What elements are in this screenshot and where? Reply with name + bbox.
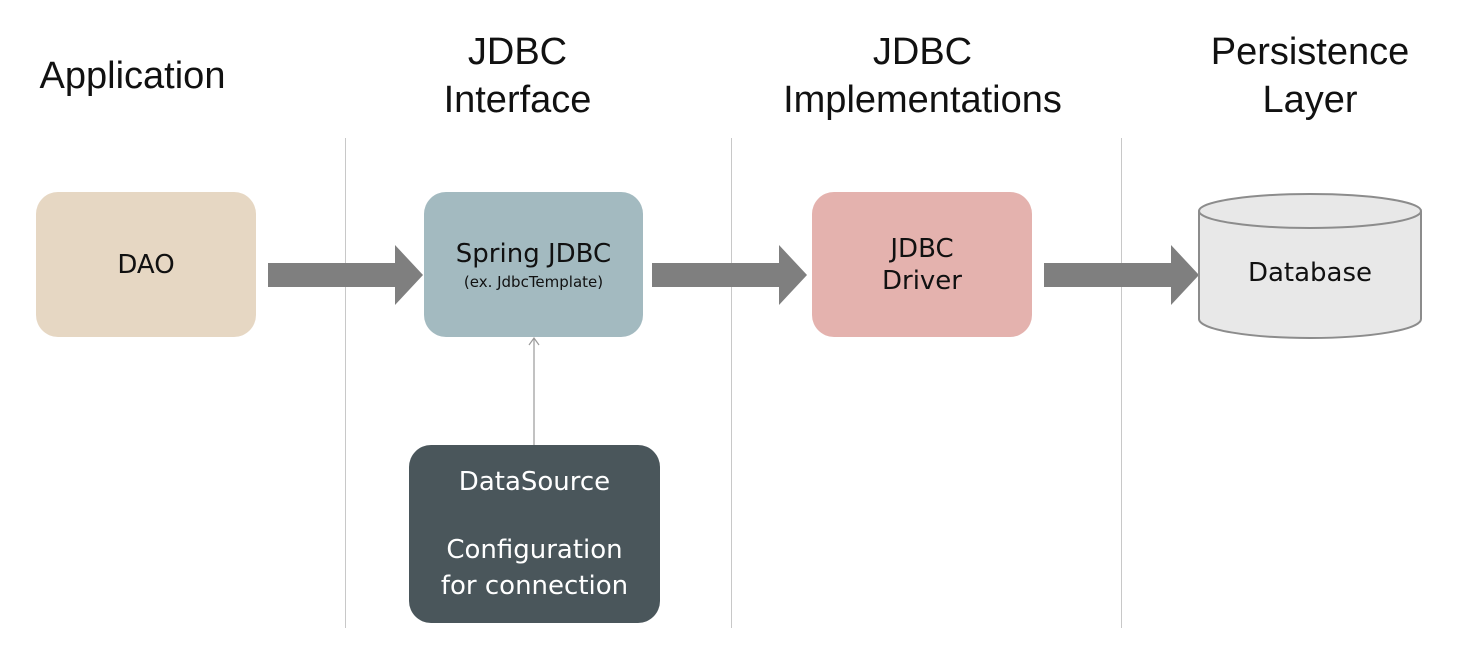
heading-jdbc-interface-line2: Interface bbox=[443, 79, 592, 121]
heading-jdbc-implementations-line1: JDBC bbox=[872, 31, 973, 73]
arrow-spring-jdbc-to-driver bbox=[652, 245, 807, 305]
datasource-description-line1: Configuration bbox=[446, 535, 623, 565]
arrow-dao-to-spring-jdbc bbox=[268, 245, 423, 305]
heading-application-line1: Application bbox=[39, 55, 226, 97]
heading-jdbc-implementations: JDBC Implementations bbox=[755, 28, 1090, 124]
datasource-description-line2: for connection bbox=[440, 571, 629, 601]
jdbc-driver-line2: Driver bbox=[881, 265, 962, 296]
spring-jdbc-box: Spring JDBC (ex. JdbcTemplate) bbox=[424, 192, 643, 337]
arrow-datasource-to-spring-jdbc-head bbox=[528, 336, 540, 346]
spring-jdbc-sublabel: (ex. JdbcTemplate) bbox=[463, 272, 604, 291]
spring-jdbc-label: Spring JDBC bbox=[455, 238, 612, 269]
column-divider-3 bbox=[1121, 138, 1122, 628]
jdbc-driver-line1: JDBC bbox=[890, 233, 954, 264]
jdbc-driver-box: JDBC Driver bbox=[812, 192, 1032, 337]
arrow-spring-jdbc-to-driver-shape bbox=[652, 245, 807, 305]
arrow-driver-to-database bbox=[1044, 245, 1199, 305]
heading-persistence-layer-line1: Persistence bbox=[1210, 31, 1410, 73]
datasource-title: DataSource bbox=[458, 467, 611, 497]
column-divider-1 bbox=[345, 138, 346, 628]
database-label: Database bbox=[1247, 258, 1373, 288]
heading-persistence-layer: Persistence Layer bbox=[1180, 28, 1440, 124]
datasource-box: DataSource Configuration for connection bbox=[409, 445, 660, 623]
database-cylinder-top bbox=[1198, 193, 1422, 229]
arrow-datasource-to-spring-jdbc bbox=[528, 336, 540, 446]
column-divider-2 bbox=[731, 138, 732, 628]
arrow-driver-to-database-shape bbox=[1044, 245, 1199, 305]
heading-persistence-layer-line2: Layer bbox=[1262, 79, 1358, 121]
dao-box: DAO bbox=[36, 192, 256, 337]
heading-jdbc-implementations-line2: Implementations bbox=[783, 79, 1062, 121]
heading-jdbc-interface: JDBC Interface bbox=[400, 28, 635, 124]
heading-jdbc-interface-line1: JDBC bbox=[467, 31, 568, 73]
database-cylinder bbox=[1198, 193, 1422, 339]
heading-application: Application bbox=[20, 52, 245, 100]
database-cylinder-body bbox=[1198, 211, 1422, 339]
dao-label: DAO bbox=[117, 249, 175, 280]
arrow-dao-to-spring-jdbc-shape bbox=[268, 245, 423, 305]
